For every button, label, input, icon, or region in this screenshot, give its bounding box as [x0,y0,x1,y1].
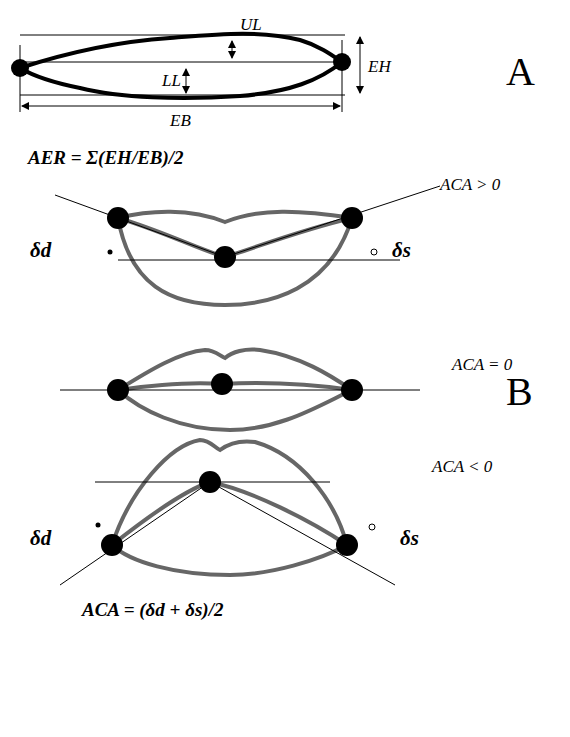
eye-figure [11,34,360,112]
mouth-positive [40,186,440,305]
dimension-label: EB [170,112,191,129]
angle-symbol: δs [392,240,411,261]
mouth-neutral [60,349,420,430]
dimension-label: UL [240,16,262,33]
dimension-label: LL [162,72,181,89]
angle-label: ACA = 0 [452,356,512,373]
panel-letter: B [506,372,533,412]
dimension-label: EH [368,58,391,75]
mouth-negative [60,440,395,585]
angle-symbol: δd [30,528,51,549]
angle-symbol: δs [400,528,419,549]
angle-label: ACA < 0 [432,458,492,475]
angle-label: ACA > 0 [440,176,500,193]
angle-symbol: δd [30,240,51,261]
formula: ACA = (δd + δs)/2 [82,600,223,619]
formula: AER = Σ(EH/EB)/2 [28,148,184,167]
panel-letter: A [506,52,535,92]
